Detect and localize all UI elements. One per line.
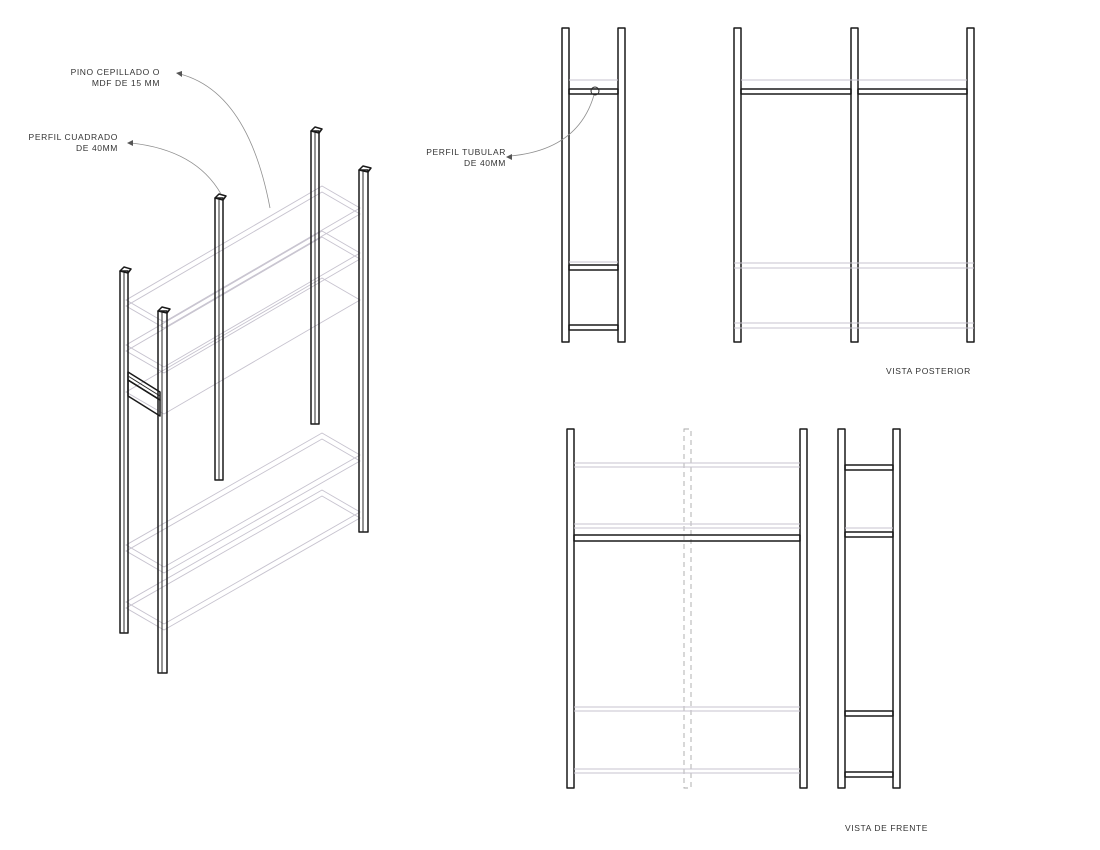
leader-lines [127, 71, 595, 209]
iso-side-rail-top [127, 371, 161, 417]
annotation-square-profile: PERFIL CUADRADO DE 40MM [20, 132, 118, 154]
leader-material-board [176, 71, 271, 209]
iso-shelves [125, 185, 361, 631]
annotation-tubular-profile-line2: DE 40MM [464, 158, 506, 168]
annotation-tubular-profile-line1: PERFIL TUBULAR [426, 147, 506, 157]
rear-view [733, 27, 975, 343]
iso-shelf-second [125, 230, 361, 374]
iso-post-front-left [157, 306, 171, 674]
iso-shelf-third [125, 277, 361, 415]
iso-post-back-left [119, 266, 132, 634]
iso-shelf-top [125, 185, 361, 329]
annotation-material-board-line2: MDF DE 15 MM [91, 78, 160, 88]
rear-view-title: VISTA POSTERIOR [886, 366, 971, 376]
rear-side-view [561, 27, 626, 343]
front-view [566, 428, 808, 789]
leader-square-profile [127, 140, 222, 195]
iso-post-back-right [310, 126, 323, 425]
annotation-square-profile-line2: DE 40MM [76, 143, 118, 153]
iso-post-front-right [358, 165, 372, 533]
annotation-square-profile-line1: PERFIL CUADRADO [28, 132, 118, 142]
annotation-material-board-line1: PINO CEPILLADO O [70, 67, 160, 77]
front-side-view [837, 428, 901, 789]
leader-tubular-profile [506, 94, 595, 160]
annotation-tubular-profile: PERFIL TUBULAR DE 40MM [404, 147, 506, 169]
annotation-material-board: PINO CEPILLADO O MDF DE 15 MM [60, 67, 160, 89]
iso-shelf-fourth [125, 432, 361, 574]
iso-post-back-mid [214, 193, 227, 481]
iso-shelf-bottom [125, 489, 361, 631]
front-view-title: VISTA DE FRENTE [845, 823, 928, 833]
isometric-view [119, 126, 372, 674]
